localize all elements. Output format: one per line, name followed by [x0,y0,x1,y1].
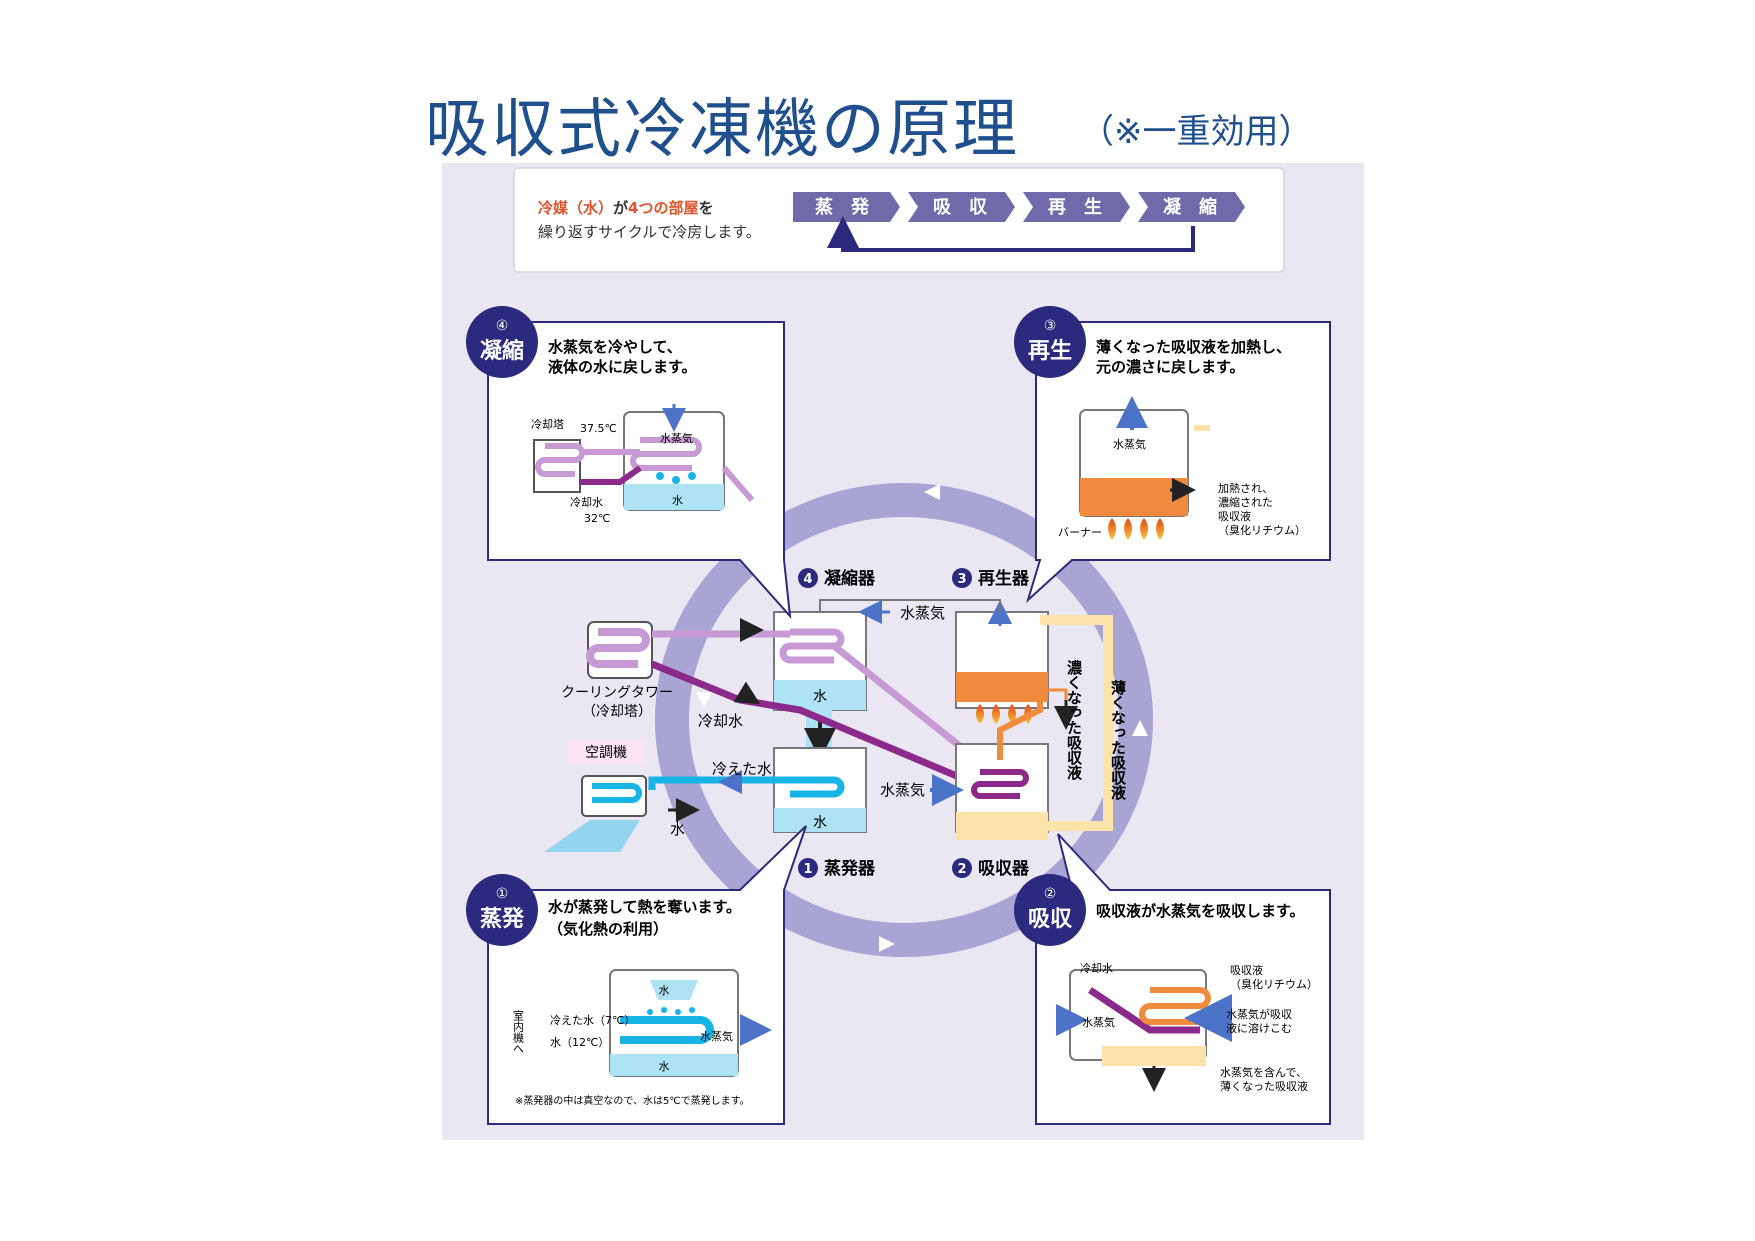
svg-text:冷媒（水）が4つの部屋を: 冷媒（水）が4つの部屋を [538,199,713,217]
cycle-ring [655,483,1153,957]
evap-indoor: 室内機へ [512,1009,525,1054]
condenser-water-label: 水 [813,689,827,705]
purple-pipe-lower [650,660,992,794]
panel-condense-number: ④ [496,318,509,334]
absorb-absorbent-2: （臭化リチウム） [1230,977,1318,991]
evap-note: ※蒸発器の中は真空なので、水は5℃で蒸発します。 [515,1094,750,1107]
cooling-tower-label-2: （冷却塔） [582,704,652,720]
center-machinery: クーリングタワー （冷却塔） 水 水 [544,568,1127,879]
svg-text:4: 4 [803,572,812,587]
concentrated-label: 濃くなった吸収液 [1065,659,1083,781]
svg-text:再 生: 再 生 [1048,196,1102,218]
absorb-diluted-1: 水蒸気を含んで、 [1220,1065,1307,1079]
water-label: 水 [670,820,685,838]
diluted-pipe [1040,615,1113,831]
svg-text:蒸発器: 蒸発器 [824,858,876,879]
svg-text:凝縮器: 凝縮器 [824,568,876,589]
step-absorb: 吸 収 [908,192,1015,222]
regen-heated-2: 濃縮された [1218,495,1273,509]
page-subtitle: （※一重効用） [1080,112,1313,152]
regenerator-label: 3 再生器 [952,568,1030,589]
diluted-label: 薄くなった吸収液 [1109,679,1127,801]
absorb-cooling-water: 冷却水 [1080,962,1113,975]
panel-evaporate-desc-1: 水が蒸発して熱を奪います。 [548,898,741,916]
panel-regenerate-desc-1: 薄くなった吸収液を加熱し、 [1096,338,1291,356]
panel-evaporate: ① 蒸発 水が蒸発して熱を奪います。 （気化熱の利用） 水 室内機へ 冷えた水（… [466,825,807,1125]
absorb-steam: 水蒸気 [1082,1015,1115,1029]
svg-text:凝 縮: 凝 縮 [1163,196,1217,218]
regen-steam: 水蒸気 [1113,437,1146,451]
cold-water-label: 冷えた水 [712,760,772,778]
panel-evaporate-desc-2: （気化熱の利用） [548,920,668,938]
aircon-label: 空調機 [585,745,627,761]
condense-temp-out: 37.5℃ [580,422,617,435]
condenser-label: 4 凝縮器 [798,568,876,589]
header-four-rooms: 4つの部屋 [628,199,698,217]
steam-top-label: 水蒸気 [900,604,945,622]
header-refrigerant: 冷媒（水） [538,199,613,217]
regen-heated-4: （臭化リチウム） [1218,523,1306,537]
condense-temp-in: 32℃ [584,512,610,525]
absorb-absorbent-1: 吸収液 [1230,963,1263,977]
cooling-water-label: 冷却水 [698,712,743,730]
svg-text:吸収器: 吸収器 [978,859,1030,879]
absorber-label: 2 吸収器 [952,858,1030,879]
panel-absorb-number: ② [1044,886,1057,902]
evap-water-bottom: 水 [659,1060,670,1073]
evap-cold-water: 冷えた水（7℃） [550,1014,635,1027]
steam-mid-label: 水蒸気 [880,781,925,799]
condense-water: 水 [672,494,683,507]
svg-text:吸 収: 吸 収 [933,197,988,218]
page-title: 吸収式冷凍機の原理 [425,93,1019,167]
regen-burner: バーナー [1058,526,1102,539]
cooling-tower-label-1: クーリングタワー [561,685,673,701]
evap-water-top: 水 [659,984,670,997]
cyan-pipe [648,776,790,790]
absorb-diluted-2: 薄くなった吸収液 [1220,1079,1308,1093]
header-wo: を [698,199,713,217]
evap-steam: 水蒸気 [700,1029,733,1043]
panel-condense-desc-2: 液体の水に戻します。 [548,358,697,376]
header-box: 冷媒（水）が4つの部屋を 繰り返すサイクルで冷房します。 蒸 発 吸 収 再 生… [513,167,1285,273]
svg-text:3: 3 [957,572,966,587]
panel-regenerate-desc-2: 元の濃さに戻します。 [1096,358,1245,376]
svg-text:蒸 発: 蒸 発 [815,196,870,218]
cycle-return-arrow [827,216,1195,252]
absorb-dissolve-2: 液に溶けこむ [1226,1021,1292,1035]
step-condense: 凝 縮 [1138,192,1245,222]
condense-cooling-water: 冷却水 [570,496,603,509]
evaporator-water-label: 水 [813,815,827,831]
panel-condense-desc-1: 水蒸気を冷やして、 [548,338,682,356]
panel-condense-name: 凝縮 [480,338,524,364]
evaporator-label: 1 蒸発器 [798,858,876,879]
svg-text:再生器: 再生器 [978,568,1030,589]
panel-regenerate-number: ③ [1044,318,1057,334]
panel-regenerate: ③ 再生 薄くなった吸収液を加熱し、 元の濃さに戻します。 水蒸気 バーナー 加… [1014,306,1331,604]
svg-text:1: 1 [803,862,812,877]
panel-absorb-name: 吸収 [1028,907,1073,932]
regen-heated-1: 加熱され、 [1218,482,1273,495]
svg-text:2: 2 [957,862,966,877]
header-ga: が [613,199,629,217]
panel-absorb-desc-1: 吸収液が水蒸気を吸収します。 [1096,902,1305,920]
condense-steam: 水蒸気 [660,431,693,445]
panel-regenerate-name: 再生 [1028,339,1072,364]
regen-heated-3: 吸収液 [1218,509,1251,523]
panel-absorb: ② 吸収 吸収液が水蒸気を吸収します。 冷却水 吸収液 （臭化リチウム） 水蒸気… [1014,833,1331,1125]
evap-water-in: 水（12℃） [550,1036,609,1049]
panel-evaporate-number: ① [496,886,509,902]
absorb-dissolve-1: 水蒸気が吸収 [1226,1007,1292,1021]
step-evaporate: 蒸 発 [793,192,900,222]
header-line2: 繰り返すサイクルで冷房します。 [538,223,761,241]
condense-tower-label: 冷却塔 [531,418,564,431]
panel-evaporate-name: 蒸発 [480,907,525,932]
regen-panel-flames [1108,518,1164,540]
step-regenerate: 再 生 [1023,192,1130,222]
panel-condense: ④ 凝縮 水蒸気を冷やして、 液体の水に戻します。 冷却塔 37.5℃ 水蒸気 … [466,306,792,619]
